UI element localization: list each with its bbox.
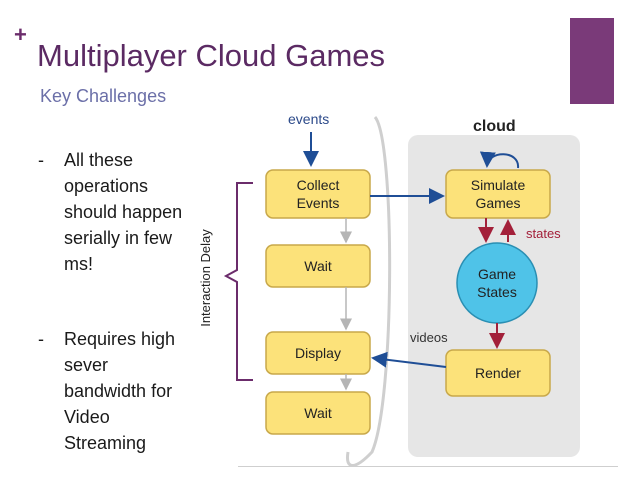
game-states-line1: Game xyxy=(478,266,516,282)
render-box xyxy=(445,349,551,397)
bullet-dash: - xyxy=(38,150,44,170)
wait-box-2 xyxy=(265,391,371,435)
display-label: Display xyxy=(295,345,341,361)
interaction-delay-brace xyxy=(223,182,253,381)
simulate-games-line1: Simulate xyxy=(471,177,526,193)
self-loop-arrow xyxy=(479,151,520,169)
collect-events-line2: Events xyxy=(297,195,340,211)
events-label: events xyxy=(288,111,329,127)
loop-outline xyxy=(345,116,392,467)
simulate-games-line2: Games xyxy=(475,195,520,211)
render-label: Render xyxy=(475,365,521,381)
videos-label: videos xyxy=(410,330,448,345)
bottom-divider xyxy=(238,466,618,467)
slide-title: Multiplayer Cloud Games xyxy=(37,38,386,73)
plus-icon: + xyxy=(14,22,27,47)
bullet-dash: - xyxy=(38,329,44,349)
display-box xyxy=(265,331,371,375)
game-states-circle xyxy=(456,242,538,324)
accent-bar xyxy=(570,18,614,104)
wait-label-1: Wait xyxy=(304,258,332,274)
game-states-line2: States xyxy=(477,284,517,300)
states-label: states xyxy=(526,226,561,241)
wait-box-1 xyxy=(265,244,371,288)
collect-events-line1: Collect xyxy=(297,177,340,193)
wait-label-2: Wait xyxy=(304,405,332,421)
bullet-text: Requires high sever bandwidth for Video … xyxy=(64,329,176,453)
cloud-label: cloud xyxy=(473,118,516,135)
simulate-games-box xyxy=(445,169,551,219)
slide-subtitle: Key Challenges xyxy=(40,86,167,106)
render-to-display-arrow xyxy=(371,351,447,368)
interaction-delay-label: Interaction Delay xyxy=(198,229,213,327)
collect-events-box xyxy=(265,169,371,219)
bullet-text: All these operations should happen seria… xyxy=(64,150,183,274)
